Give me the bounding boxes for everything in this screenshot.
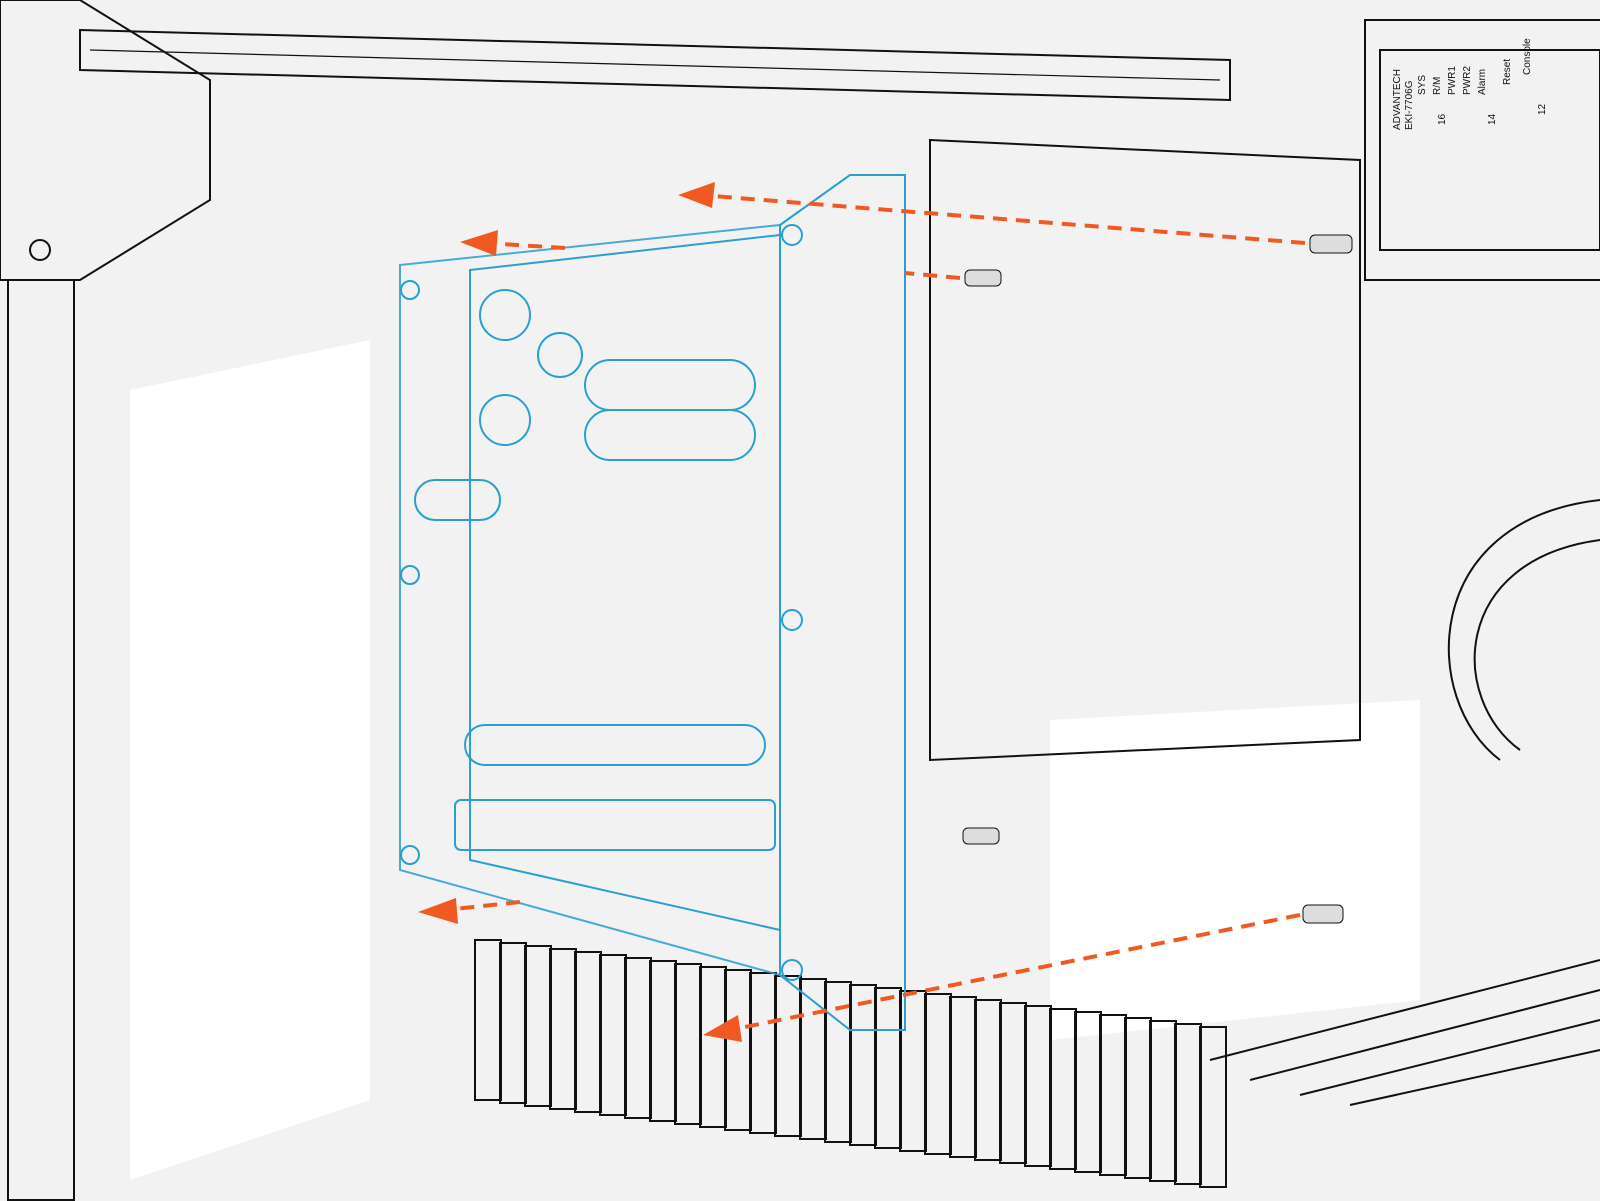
standoff-screws bbox=[962, 234, 1353, 924]
left-mounting-rail bbox=[0, 0, 211, 1201]
removal-arrows bbox=[418, 182, 1306, 1042]
back-wall-highlight bbox=[130, 340, 370, 1180]
port-16: 16 bbox=[1437, 113, 1448, 125]
pcb-module bbox=[399, 174, 906, 1031]
led-sys: SYS bbox=[1417, 75, 1428, 95]
led-pwr2: PWR2 bbox=[1462, 66, 1473, 95]
switch-model: EKI-7706G bbox=[1404, 80, 1415, 130]
reset-label: Reset bbox=[1502, 59, 1513, 85]
back-wall-highlight-right bbox=[1050, 700, 1420, 1040]
screw bbox=[400, 280, 420, 300]
led-pwr1: PWR1 bbox=[1447, 66, 1458, 95]
terminal-block bbox=[1199, 1026, 1227, 1188]
terminal-blocks bbox=[474, 939, 1227, 1188]
screw bbox=[781, 609, 803, 631]
screw bbox=[400, 565, 420, 585]
port-14: 14 bbox=[1487, 113, 1498, 125]
led-alarm: Alarm bbox=[1477, 69, 1488, 95]
capacitors bbox=[414, 289, 776, 851]
screw bbox=[781, 959, 803, 981]
switch-brand: ADVANTECH bbox=[1392, 69, 1403, 130]
led-rm: R/M bbox=[1432, 77, 1443, 95]
screw bbox=[781, 224, 803, 246]
screw bbox=[400, 845, 420, 865]
top-din-rail bbox=[79, 28, 1231, 102]
cables bbox=[1209, 499, 1600, 1106]
port-12: 12 bbox=[1537, 103, 1548, 115]
mounting-plate bbox=[929, 138, 1361, 762]
network-switch: ADVANTECH EKI-7706G SYS R/M PWR1 PWR2 Al… bbox=[1364, 19, 1600, 281]
console-label: Console bbox=[1522, 38, 1533, 75]
